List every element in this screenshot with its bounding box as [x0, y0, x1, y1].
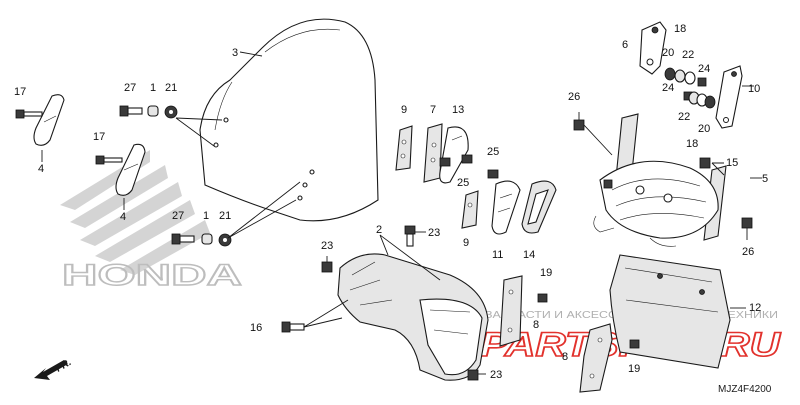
callout-8-center: 8 [533, 319, 539, 331]
callout-2: 2 [376, 224, 382, 236]
callout-8-right: 8 [562, 351, 568, 363]
callout-25-right: 25 [487, 146, 499, 158]
callout-26-bottom: 26 [742, 246, 754, 258]
nut-25-right [487, 169, 499, 179]
bolt-17-upper [15, 109, 43, 119]
callout-6: 6 [622, 39, 628, 51]
bolt-23-left [321, 256, 333, 273]
callout-1-lower: 1 [203, 210, 209, 222]
callout-18-upper: 18 [674, 23, 686, 35]
side-deflector-lower [115, 143, 146, 210]
diagram-code: MJZ4F4200 [718, 384, 772, 395]
callout-27-lower: 27 [172, 210, 184, 222]
nut-13 [461, 154, 473, 164]
callout-11: 11 [492, 249, 503, 261]
bracket-6 [639, 21, 667, 75]
bracket-8-right [579, 323, 613, 393]
callout-4-upper: 4 [38, 163, 44, 175]
bolt-26-bottom [741, 217, 753, 240]
callout-23-left: 23 [321, 240, 333, 252]
bracket-8-center [499, 275, 523, 347]
bolt-17-lower [95, 155, 123, 165]
callout-12: 12 [749, 302, 761, 314]
callout-3: 3 [232, 47, 238, 59]
callout-20-lower: 20 [698, 123, 710, 135]
bolt-23-bottom [467, 369, 486, 381]
washer-20-upper [664, 67, 676, 81]
callout-24-left: 24 [662, 82, 674, 94]
front-label: FR. [54, 357, 73, 375]
callout-15: 15 [726, 157, 738, 169]
callout-24-right: 24 [698, 63, 710, 75]
callout-16: 16 [250, 322, 262, 334]
callout-17-lower: 17 [93, 131, 105, 143]
callout-25-left: 25 [457, 177, 469, 189]
callout-19-upper: 19 [540, 267, 552, 279]
callout-23-top: 23 [428, 227, 440, 239]
collar-1-lower [201, 233, 213, 245]
washer-21-upper [164, 105, 178, 119]
callout-10: 10 [748, 83, 760, 95]
callout-23-bottom: 23 [490, 369, 502, 381]
panel-12 [609, 254, 746, 369]
nut-25-left [439, 157, 451, 167]
windscreen-stay-assembly [593, 113, 762, 247]
bracket-11 [491, 180, 521, 235]
callout-18-lower: 18 [686, 138, 698, 150]
callout-20-upper: 20 [662, 47, 674, 59]
bolt-26-top [573, 112, 613, 156]
honda-wordmark: HONDA [62, 259, 242, 292]
callout-9-lower: 9 [463, 237, 469, 249]
callout-7: 7 [430, 104, 436, 116]
callout-labels: 3 17 4 17 4 27 1 21 27 1 21 2 23 23 16 2… [14, 23, 768, 381]
callout-19-lower: 19 [628, 363, 640, 375]
nut-19-lower [629, 339, 640, 349]
bracket-14 [521, 180, 557, 234]
washer-18-upper [674, 69, 686, 83]
bracket-9-upper [395, 125, 413, 171]
windscreen [199, 18, 379, 222]
callout-21-lower: 21 [219, 210, 231, 222]
bolt-23-top [404, 225, 426, 247]
honda-wing-logo: HONDA [60, 150, 243, 293]
callout-26-top: 26 [568, 91, 580, 103]
bolt-16 [281, 299, 349, 333]
callout-13: 13 [452, 104, 464, 116]
callout-14: 14 [523, 249, 535, 261]
bracket-10 [715, 65, 754, 129]
bolt-27-upper [119, 105, 143, 117]
side-deflector-upper [33, 94, 65, 162]
callout-5: 5 [762, 173, 768, 185]
callout-4-lower: 4 [120, 211, 126, 223]
callout-22-upper: 22 [682, 49, 694, 61]
callout-9-upper: 9 [401, 104, 407, 116]
washer-21-lower [218, 233, 232, 247]
washer-22-upper [684, 71, 696, 85]
callout-27-upper: 27 [124, 82, 136, 94]
callout-21-upper: 21 [165, 82, 177, 94]
bracket-9-lower [461, 190, 479, 229]
nut-19-upper [537, 293, 548, 303]
bolt-27-lower [171, 233, 195, 245]
inner-cowl [337, 234, 489, 381]
bolt-24-right [697, 77, 707, 87]
collar-1-upper [147, 105, 159, 117]
callout-17-upper: 17 [14, 86, 26, 98]
callout-1-upper: 1 [150, 82, 156, 94]
bracket-13 [439, 126, 469, 184]
callout-22-lower: 22 [678, 111, 690, 123]
washer-20-lower [704, 95, 716, 109]
front-direction-arrow: FR. [34, 357, 73, 380]
